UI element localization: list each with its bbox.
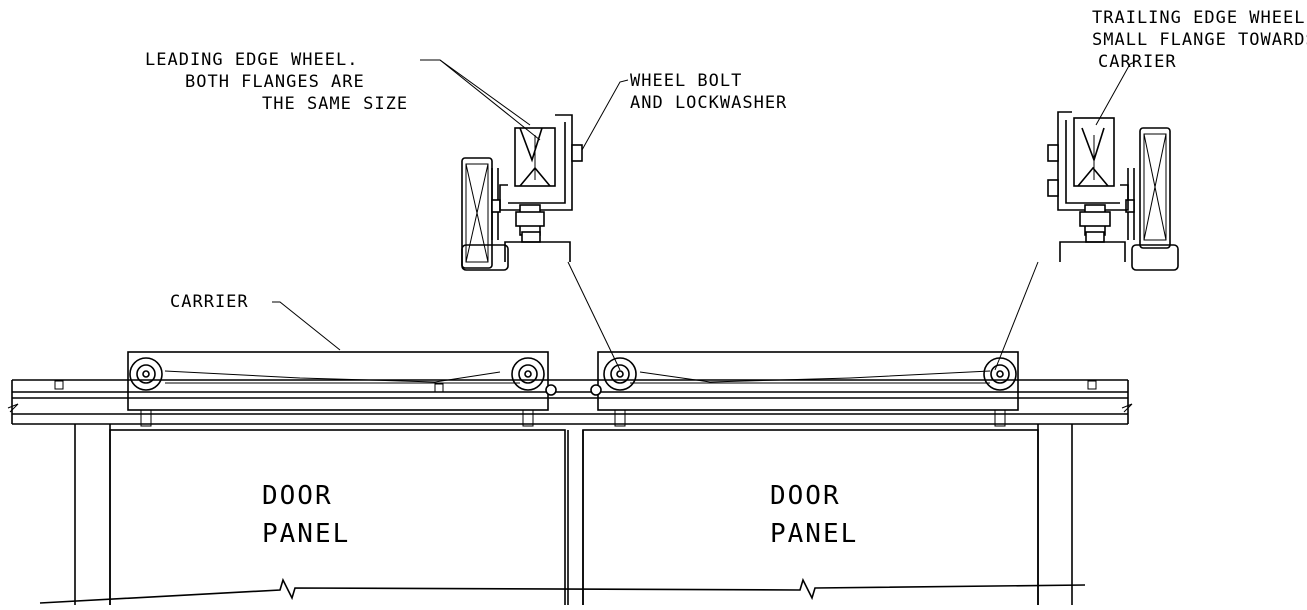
label-leading-wheel-line-3: THE SAME SIZE: [262, 94, 408, 114]
leader-lines: [272, 59, 1136, 371]
leading-wheel-detail: [461, 114, 583, 271]
side-roller-block: [1139, 127, 1171, 249]
leader-leading-wheel-1: [420, 59, 531, 126]
label-leading-wheel-line-2: BOTH FLANGES ARE: [185, 72, 365, 92]
label-trailing-wheel-line-1: TRAILING EDGE WHEEL.: [1092, 8, 1307, 28]
label-wheel-bolt-line-1: WHEEL BOLT: [630, 71, 742, 91]
track: [7, 379, 1133, 425]
carrier-right-body: [597, 351, 1019, 411]
label-trailing-wheel-line-2: SMALL FLANGE TOWARDS: [1092, 30, 1307, 50]
label-door-panel-right: DOOR PANEL: [770, 481, 858, 549]
door-panel-left-line-2: PANEL: [262, 519, 350, 549]
trailing-wheel-detail: [1047, 111, 1179, 271]
leader-right-detail: [994, 261, 1039, 371]
label-wheel-bolt-line-2: AND LOCKWASHER: [630, 93, 787, 113]
door-frame: [74, 424, 1073, 605]
door-panel-left-line-1: DOOR: [262, 481, 333, 511]
side-roller-foot: [1131, 244, 1179, 271]
door-panel-right-line-2: PANEL: [770, 519, 858, 549]
label-trailing-wheel-line-3: CARRIER: [1098, 52, 1177, 72]
leader-leading-wheel-2: [439, 59, 541, 141]
label-door-panel-left: DOOR PANEL: [262, 481, 350, 549]
wheel-body: [1073, 117, 1115, 187]
door-panel-right: [582, 429, 1039, 607]
leader-carrier: [272, 301, 341, 351]
leader-trailing-wheel: [1095, 61, 1136, 126]
break-line: [39, 577, 1086, 604]
carrier-right-wheel-2: [983, 357, 1017, 391]
wheel-body: [514, 127, 556, 187]
carrier-left-wheel-1: [129, 357, 163, 391]
label-leading-edge-wheel: LEADING EDGE WHEEL. BOTH FLANGES ARE THE…: [145, 50, 408, 114]
label-wheel-bolt: WHEEL BOLT AND LOCKWASHER: [630, 71, 787, 113]
door-panel-left: [109, 429, 584, 607]
bolt-head-upper: [1047, 144, 1059, 162]
carrier-left-body: [127, 351, 549, 411]
door-panel-right-line-1: DOOR: [770, 481, 841, 511]
leader-left-detail: [567, 261, 621, 371]
leader-wheel-bolt: [581, 79, 629, 151]
label-leading-wheel-line-1: LEADING EDGE WHEEL.: [145, 50, 358, 70]
label-trailing-edge-wheel: TRAILING EDGE WHEEL. SMALL FLANGE TOWARD…: [1092, 8, 1307, 72]
bolt-head-lower: [1047, 179, 1059, 197]
label-carrier: CARRIER: [170, 292, 249, 312]
bolt-head-upper: [571, 144, 583, 162]
carrier-left: [127, 351, 557, 427]
carrier-right-wheel-1: [603, 357, 637, 391]
carrier-right: [590, 351, 1019, 427]
carrier-left-wheel-2: [511, 357, 545, 391]
